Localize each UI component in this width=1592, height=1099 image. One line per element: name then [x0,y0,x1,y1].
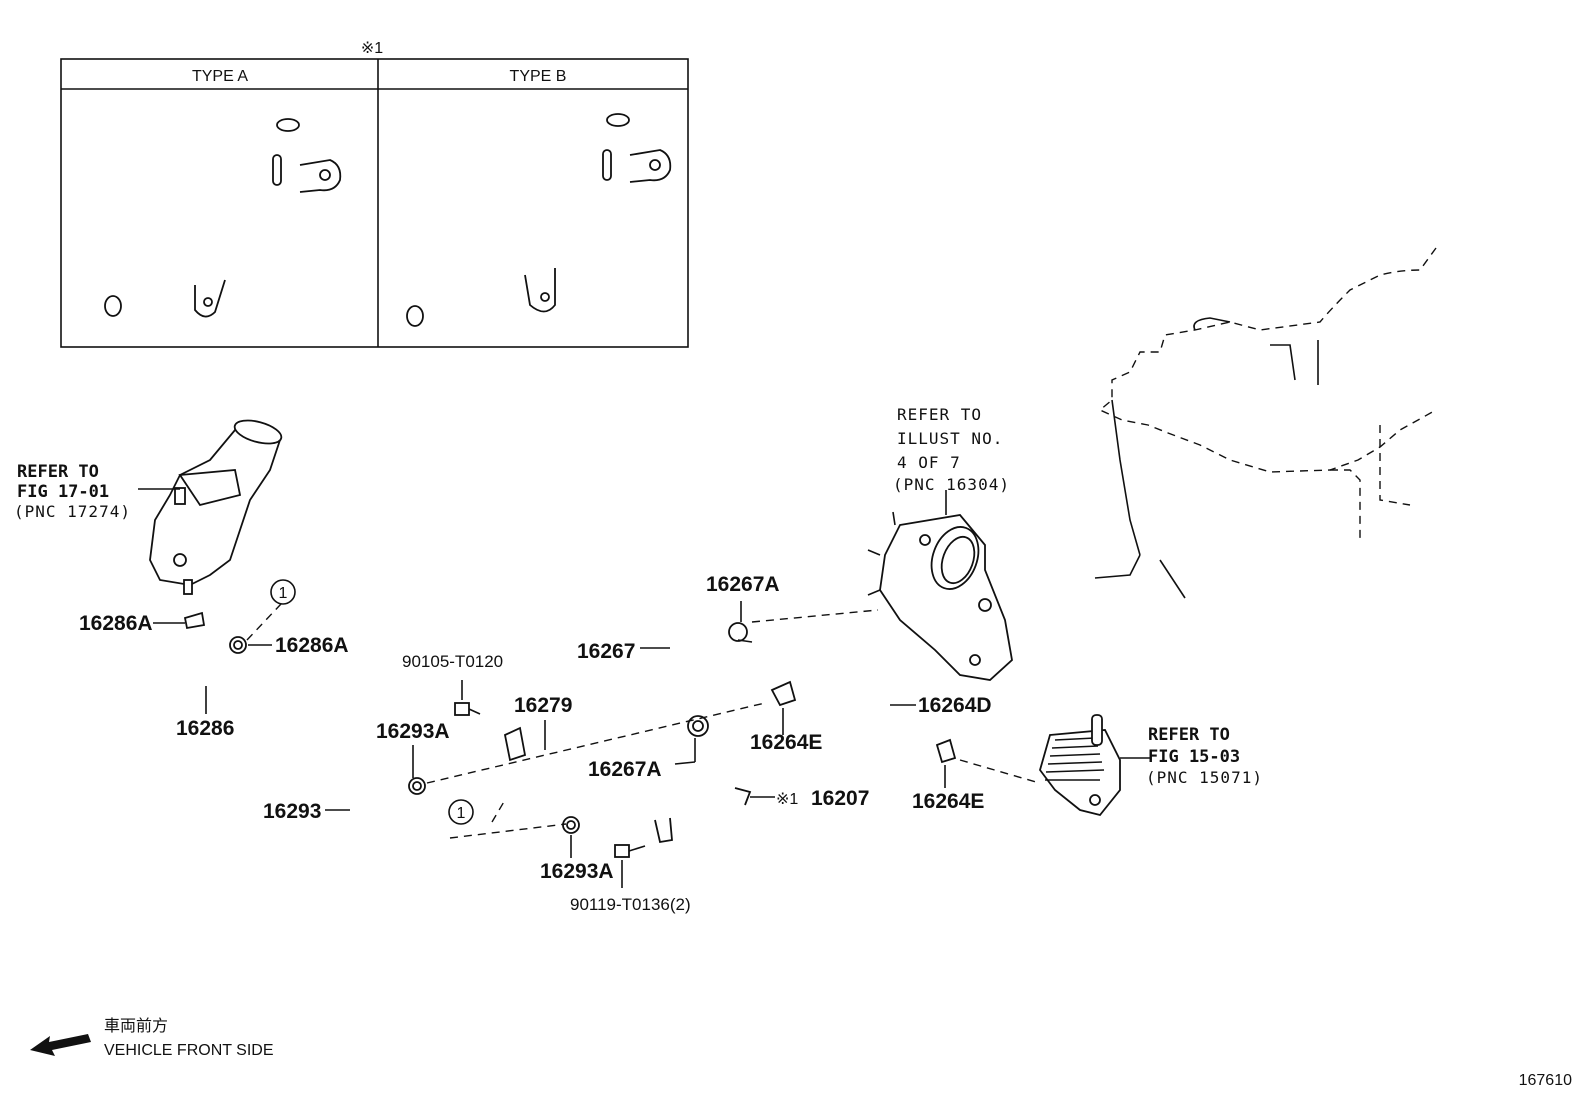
label-16293: 16293 [263,800,321,823]
clamp-16267A-lower-drawing [687,715,709,737]
ref-left: REFER TO FIG 17-01 (PNC 17274) [14,462,131,521]
pipe-16279-drawing [473,726,557,802]
clamp-16267A-top-drawing [728,622,753,643]
label-16267A-lower: 16267A [588,758,662,781]
circle-marker-1b: 1 [448,799,474,825]
svg-text:1: 1 [279,585,288,602]
label-16293A-lower: 16293A [540,860,614,883]
bolt-90119-drawing [614,844,646,858]
ref-left-line-2: FIG 17-01 [17,482,109,502]
ref-right-line-3: (PNC 15071) [1146,768,1263,787]
hose-16293-drawing [348,786,450,850]
type-a-header: TYPE A [192,68,248,85]
label-16286A-left: 16286A [79,612,153,635]
label-16267: 16267 [577,640,635,663]
ref-right-line-2: FIG 15-03 [1148,747,1240,767]
clamp-16286A-top-drawing [183,611,206,630]
ref-top-line-2: ILLUST NO. [897,429,1003,448]
label-16264D: 16264D [918,694,992,717]
label-16264E-upper: 16264E [750,731,822,754]
front-label-jp: 車両前方 [104,1017,168,1035]
clamp-16293A-lower-drawing [562,816,580,834]
circle-marker-1a: 1 [270,579,296,605]
label-16207-mark: ※1 [776,791,798,808]
label-16279: 16279 [514,694,572,717]
note-mark: ※1 [361,40,383,57]
pipe-16207-drawing [602,750,752,844]
label-90105-T0120: 90105-T0120 [402,652,503,671]
label-16264E-lower: 16264E [912,790,984,813]
water-outlet-housing-drawing [149,419,283,595]
label-16286A-right: 16286A [275,634,349,657]
ref-right-line-1: REFER TO [1148,725,1230,745]
hose-16286-drawing [185,634,238,690]
ref-top-line-4: (PNC 16304) [893,475,1010,494]
part-labels: 16286A 16286A 16286 90105-T0120 16279 16… [79,573,992,914]
ref-left-line-3: (PNC 17274) [14,502,131,521]
svg-text:1: 1 [457,805,466,822]
figure-number: 167610 [1519,1072,1572,1089]
bolt-90105-drawing [454,702,481,716]
inset-table: ※1 TYPE A TYPE B [60,40,689,348]
connection-lines [246,603,1037,839]
vehicle-front-indicator: 車両前方 VEHICLE FRONT SIDE [30,1017,274,1059]
type-b-pipe-drawing [406,111,672,327]
ref-top-line-3: 4 OF 7 [897,453,961,472]
ref-top-line-1: REFER TO [897,405,982,424]
water-inlet-housing-drawing [867,511,1013,681]
label-16286: 16286 [176,717,234,740]
front-arrow-icon [30,1034,91,1056]
leader-lines [138,488,1150,888]
ref-top: REFER TO ILLUST NO. 4 OF 7 (PNC 16304) [893,405,1010,494]
ref-left-line-1: REFER TO [17,462,99,482]
clamp-16286A-right-drawing [229,636,247,654]
hose-16264D-drawing [802,673,926,758]
label-16293A-upper: 16293A [376,720,450,743]
engine-outline-drawing [1094,247,1437,599]
oil-cooler-drawing [1039,714,1121,817]
type-a-pipe-drawing [104,116,342,318]
label-16267A-top: 16267A [706,573,780,596]
type-b-header: TYPE B [510,68,567,85]
clamp-16264E-top-drawing [770,680,797,707]
label-16207: 16207 [811,787,869,810]
clamp-16293A-upper-drawing [408,777,426,795]
front-label-en: VEHICLE FRONT SIDE [104,1042,274,1059]
hose-16267-drawing [661,631,707,709]
label-90119-T0136: 90119-T0136(2) [570,895,691,914]
ref-right: REFER TO FIG 15-03 (PNC 15071) [1146,725,1263,787]
clamp-16264E-bottom-drawing [935,738,957,764]
